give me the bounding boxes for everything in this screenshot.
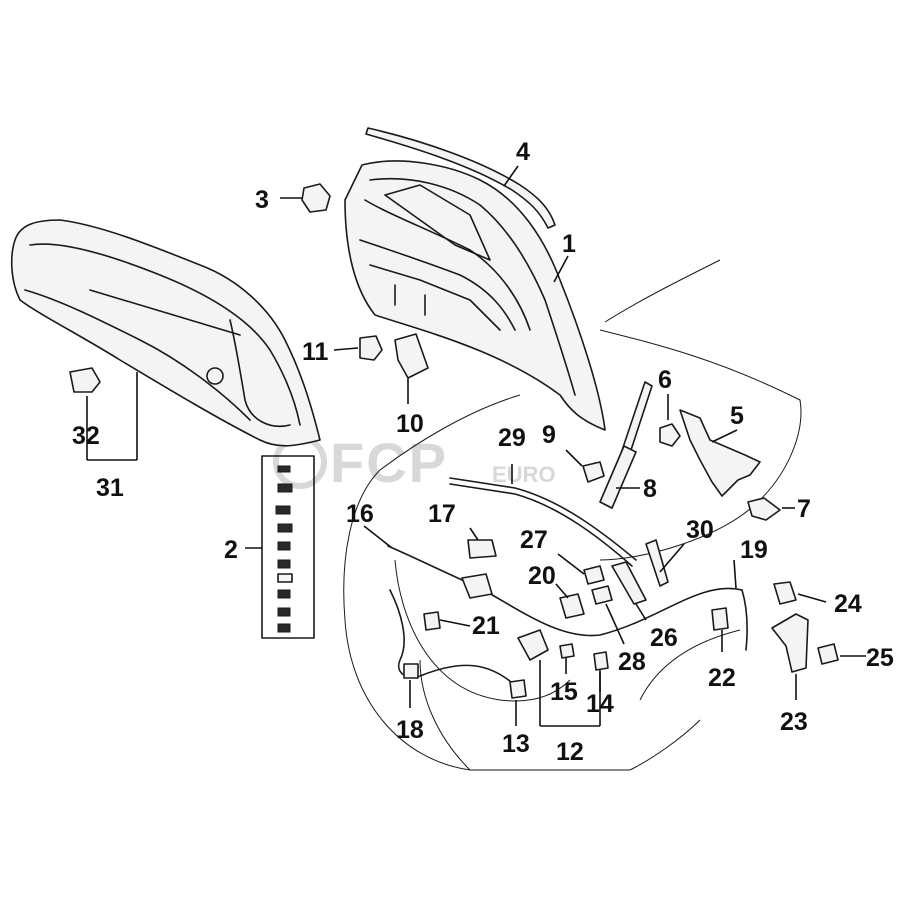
- callout-31: 31: [96, 474, 124, 502]
- callout-4: 4: [516, 138, 530, 166]
- callout-7: 7: [797, 495, 811, 523]
- release-rod-and-bracket: [449, 477, 669, 605]
- hood-hinge: [679, 409, 761, 497]
- callout-8: 8: [643, 475, 657, 503]
- callout-12: 12: [556, 738, 584, 766]
- callout-3: 3: [255, 186, 269, 214]
- callout-11: 11: [302, 338, 329, 366]
- callout-9: 9: [542, 421, 556, 449]
- bolts-right: [582, 423, 781, 521]
- callout-16: 16: [346, 500, 374, 528]
- callout-30: 30: [686, 516, 714, 544]
- callout-26: 26: [650, 624, 678, 652]
- watermark: FCP EURO: [273, 431, 556, 494]
- watermark-suffix: EURO: [492, 462, 556, 487]
- watermark-brand: FCP: [330, 431, 448, 494]
- callout-24: 24: [834, 590, 862, 618]
- hood-gas-strut: [599, 381, 653, 509]
- callout-13: 13: [502, 730, 530, 758]
- callout-32: 32: [72, 422, 100, 450]
- fastener-kit-box: [261, 455, 315, 639]
- callout-25: 25: [866, 644, 894, 672]
- callout-19: 19: [740, 536, 768, 564]
- callout-22: 22: [708, 664, 736, 692]
- callout-leader-lines: [86, 165, 866, 727]
- callout-1: 1: [562, 230, 576, 258]
- callout-28: 28: [618, 648, 646, 676]
- small-parts-top: [359, 333, 429, 379]
- callout-23: 23: [780, 708, 808, 736]
- hood-nut: [301, 183, 331, 213]
- latch-hardware: [467, 539, 613, 619]
- hood-seal-strip: [365, 127, 556, 229]
- vehicle-body-outline: [343, 259, 802, 771]
- callout-6: 6: [658, 366, 672, 394]
- callout-10: 10: [396, 410, 424, 438]
- hood-release-cable: [387, 545, 748, 651]
- lower-hardware: [509, 581, 839, 699]
- callout-14: 14: [586, 690, 614, 718]
- fastener-kit-items: [275, 465, 293, 633]
- callout-labels: 1 2 3 4 5 6 7 8 9 10 11 12 13 14 15 16 1…: [72, 138, 894, 766]
- callout-21: 21: [472, 612, 500, 640]
- callout-20: 20: [528, 562, 556, 590]
- hood-insulation-pad: [10, 219, 321, 447]
- callout-2: 2: [224, 536, 238, 564]
- hood-panel: [344, 160, 606, 431]
- callout-5: 5: [730, 402, 744, 430]
- callout-29: 29: [498, 424, 526, 452]
- latch-sensor-harness: [389, 589, 521, 691]
- callout-17: 17: [428, 500, 456, 528]
- callout-18: 18: [396, 716, 424, 744]
- insulation-clip: [69, 367, 101, 393]
- callout-27: 27: [520, 526, 548, 554]
- callout-15: 15: [550, 678, 578, 706]
